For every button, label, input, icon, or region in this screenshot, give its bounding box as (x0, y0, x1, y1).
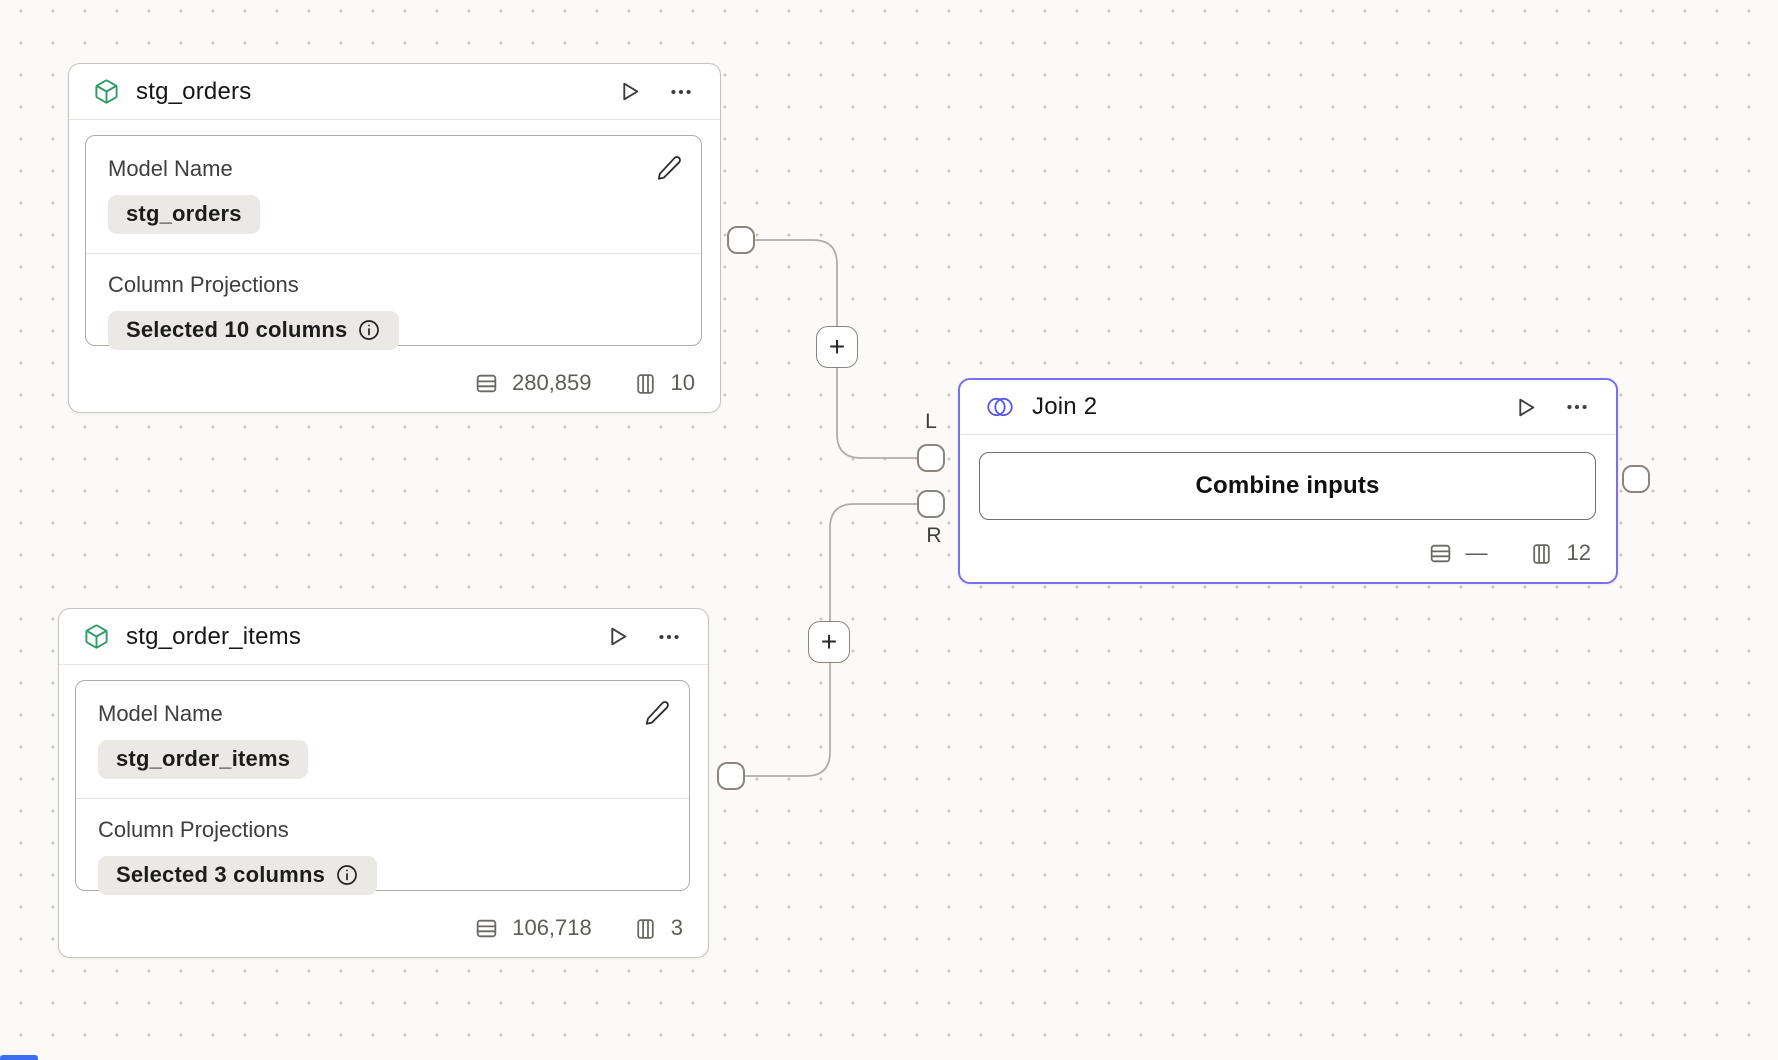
model-name-value[interactable]: stg_orders (108, 195, 260, 234)
run-node-button[interactable] (605, 624, 630, 649)
model-name-label: Model Name (98, 701, 223, 726)
node-stats: 106,718 3 (474, 915, 683, 941)
node-stg-order-items[interactable]: stg_order_items Model Name stg_order_ite… (58, 608, 709, 958)
run-node-button[interactable] (617, 79, 642, 104)
more-options-icon[interactable] (1564, 394, 1590, 420)
column-projections-label: Column Projections (108, 272, 299, 297)
port-join-left-input[interactable] (917, 444, 945, 472)
join-left-port-label: L (925, 410, 937, 433)
node-join-2[interactable]: Join 2 Combine inputs — (958, 378, 1618, 584)
add-step-on-edge-button[interactable]: + (808, 621, 850, 663)
column-count-icon (1529, 541, 1554, 566)
run-node-button[interactable] (1513, 395, 1538, 420)
plus-icon: + (828, 331, 846, 362)
node-stg-orders-header: stg_orders (69, 64, 720, 120)
info-icon (357, 318, 381, 342)
edit-model-name-icon[interactable] (644, 699, 671, 726)
row-count: — (1465, 540, 1488, 565)
model-cube-icon (93, 78, 120, 105)
node-stats: — 12 (1428, 540, 1591, 566)
port-stg-orders-output[interactable] (727, 226, 755, 254)
model-cube-icon (83, 623, 110, 650)
node-stg-order-items-header: stg_order_items (59, 609, 708, 665)
row-count-icon (1428, 541, 1453, 566)
row-count: 280,859 (511, 370, 592, 395)
plus-icon: + (820, 626, 838, 657)
edit-model-name-icon[interactable] (656, 154, 683, 181)
column-projections-value[interactable]: Selected 10 columns (108, 311, 400, 350)
node-title: Join 2 (1032, 393, 1098, 420)
column-count: 3 (670, 915, 683, 940)
column-projections-label: Column Projections (98, 817, 289, 842)
divider (86, 253, 701, 254)
column-projections-text: Selected 3 columns (116, 862, 326, 887)
row-count-icon (474, 916, 499, 941)
column-projections-text: Selected 10 columns (126, 317, 348, 342)
node-stg-orders[interactable]: stg_orders Model Name stg_orders Column … (68, 63, 721, 413)
port-join-right-input[interactable] (917, 490, 945, 518)
port-stg-order-items-output[interactable] (717, 762, 745, 790)
bottom-left-partial-element[interactable] (0, 1055, 38, 1060)
column-count-icon (633, 916, 658, 941)
node-title: stg_orders (136, 77, 252, 105)
model-name-label: Model Name (108, 156, 233, 181)
row-count-icon (474, 371, 499, 396)
join-right-port-label: R (926, 524, 942, 547)
column-count: 10 (670, 370, 695, 395)
divider (76, 798, 689, 799)
column-projections-value[interactable]: Selected 3 columns (98, 856, 378, 895)
model-config-card: Model Name stg_order_items Column Projec… (75, 680, 690, 895)
column-count-icon (633, 371, 658, 396)
node-stats: 280,859 10 (474, 370, 695, 396)
row-count: 106,718 (512, 915, 592, 940)
node-join-header: Join 2 (960, 380, 1616, 435)
node-title: stg_order_items (126, 622, 302, 650)
combine-inputs-button[interactable]: Combine inputs (979, 452, 1596, 520)
more-options-icon[interactable] (656, 624, 682, 650)
model-name-value[interactable]: stg_order_items (98, 740, 309, 779)
port-join-output[interactable] (1622, 465, 1650, 493)
more-options-icon[interactable] (668, 79, 694, 105)
model-config-card: Model Name stg_orders Column Projections… (85, 135, 702, 350)
info-icon (335, 863, 359, 887)
add-step-on-edge-button[interactable]: + (816, 326, 858, 368)
join-venn-icon (984, 394, 1016, 420)
column-count: 12 (1566, 540, 1591, 565)
